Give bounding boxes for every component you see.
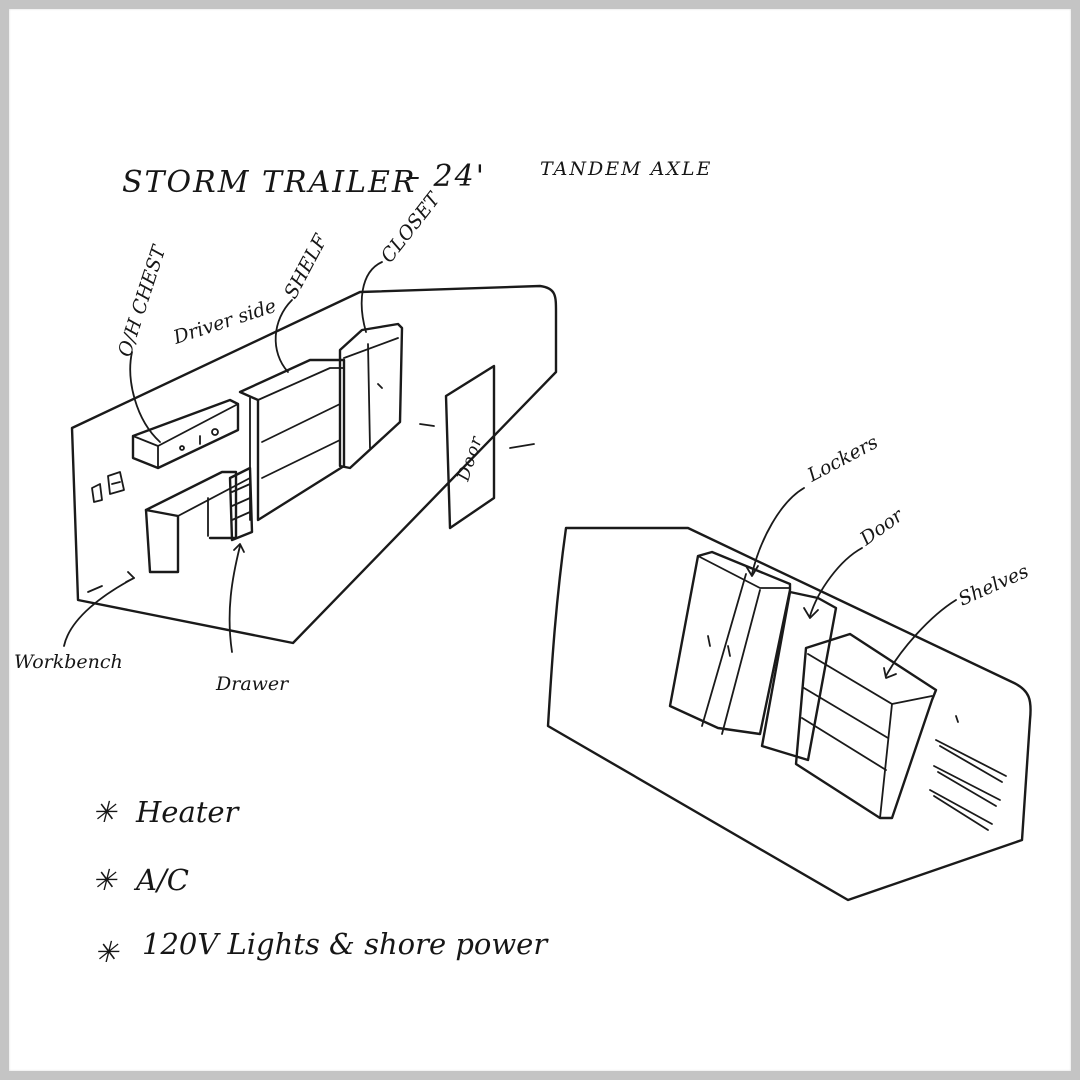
overhead-chest: [131, 398, 240, 470]
title-axle: TANDEM AXLE: [540, 158, 712, 180]
label-driver-side: Driver side: [170, 295, 279, 349]
title-main: STORM TRAILER: [122, 165, 417, 200]
label-shelves: Shelves: [955, 560, 1032, 610]
passenger-side-drawing: Lockers Door Shelves: [546, 431, 1032, 902]
closet: [338, 322, 404, 470]
bullet-icon: ✳: [92, 863, 118, 897]
leader-closet: [360, 261, 383, 333]
shelf-unit: [238, 358, 346, 522]
shelves-unit: [794, 632, 938, 820]
label-passenger-door: Door: [855, 503, 908, 550]
passenger-door: [760, 590, 838, 762]
label-drawer: Drawer: [215, 673, 290, 695]
bullet-icon: ✳: [92, 795, 118, 829]
leader-lockers: [751, 487, 805, 575]
label-shelf: SHELF: [280, 230, 332, 302]
label-lockers: Lockers: [803, 431, 882, 487]
bullet-icon: ✳: [94, 935, 120, 969]
driver-side-drawing: Door O/H CHEST: [14, 188, 558, 695]
driver-door: Door: [444, 364, 496, 530]
title-length: – 24': [405, 159, 486, 194]
floor-mark: [419, 423, 435, 427]
floor-mark: [509, 443, 535, 449]
note-ac: A/C: [133, 863, 189, 897]
outlet-icon: [91, 471, 125, 503]
label-oh-chest: O/H CHEST: [114, 242, 171, 360]
workbench: [144, 470, 251, 574]
leader-passenger-door: [809, 547, 863, 617]
wall-vents: [929, 715, 1007, 831]
driver-wall-outline: [70, 284, 558, 645]
sketch-paper: [9, 9, 1071, 1071]
leader-shelf: [274, 299, 293, 373]
notes-list: ✳ Heater ✳ A/C ✳ 120V Lights & shore pow…: [92, 795, 549, 969]
label-workbench: Workbench: [14, 651, 123, 673]
floor-mark: [87, 585, 103, 593]
note-power: 120V Lights & shore power: [142, 927, 549, 961]
passenger-wall-outline: [546, 526, 1032, 902]
lockers: [668, 550, 792, 736]
leader-oh-chest: [129, 351, 161, 443]
leader-drawer: [228, 545, 241, 653]
leader-shelves: [885, 599, 957, 677]
leader-workbench: [63, 577, 135, 647]
note-heater: Heater: [135, 795, 241, 829]
driver-door-label: Door: [453, 433, 487, 484]
drawer-stack: [228, 466, 254, 542]
